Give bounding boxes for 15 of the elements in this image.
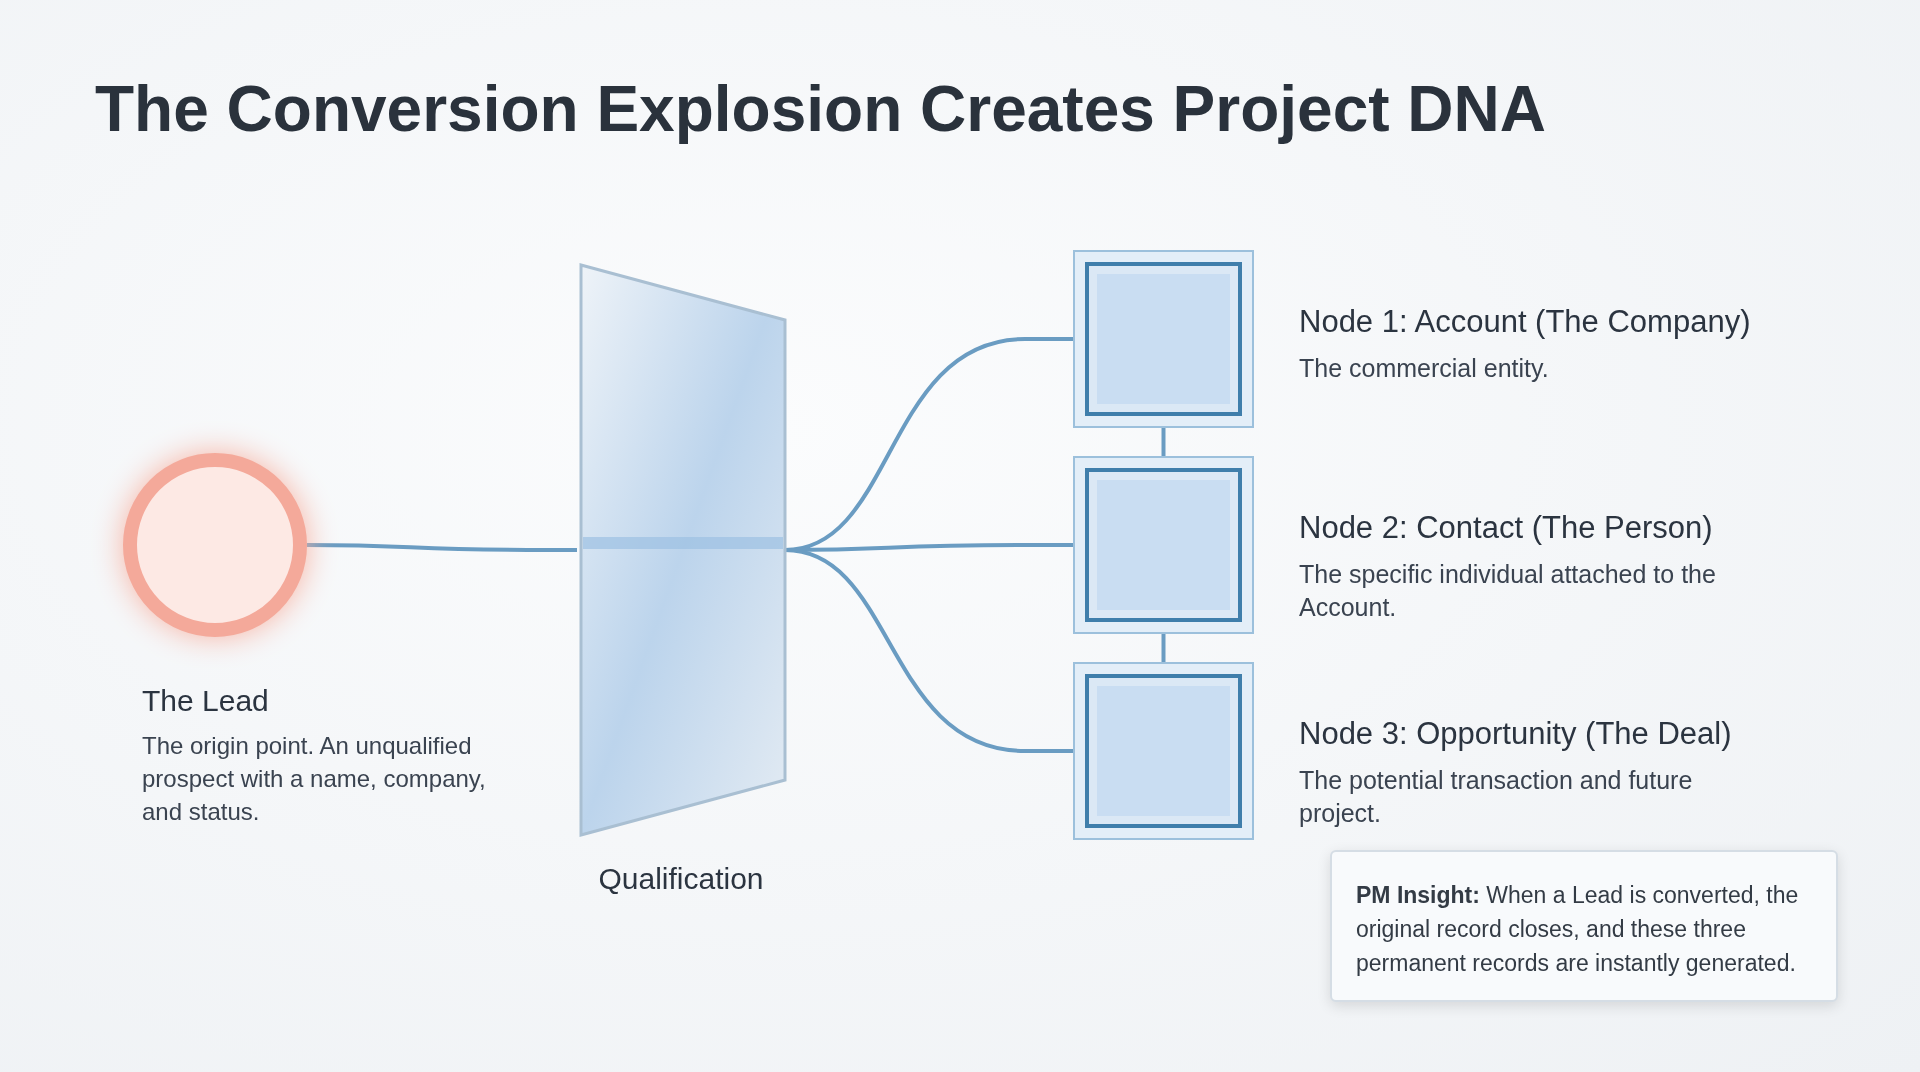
node-description: The potential transaction and future project. xyxy=(1299,765,1694,829)
connector-line xyxy=(1161,428,1166,456)
lead-heading: The Lead xyxy=(142,684,269,718)
insight-text: PM Insight: When a Lead is converted, the original record closes, and these three permanent records are instantly generated. xyxy=(1356,881,1800,978)
node-heading: Node 1: Account (The Company) xyxy=(1299,304,1751,340)
node-heading: Node 3: Opportunity (The Deal) xyxy=(1299,716,1732,752)
node-description: The commercial entity. xyxy=(1299,353,1550,384)
node-heading: Node 2: Contact (The Person) xyxy=(1299,510,1713,546)
lead-description: The origin point. An unqualified prospect with a name, company, and status. xyxy=(142,731,487,827)
node-description: The specific individual attached to the Account. xyxy=(1299,559,1717,623)
insight-card xyxy=(1330,850,1838,1002)
panel-label: Qualification xyxy=(597,862,765,896)
connector-line xyxy=(307,543,577,552)
connector-line xyxy=(1161,634,1166,662)
title: The Conversion Explosion Creates Project DNA xyxy=(95,72,1546,146)
